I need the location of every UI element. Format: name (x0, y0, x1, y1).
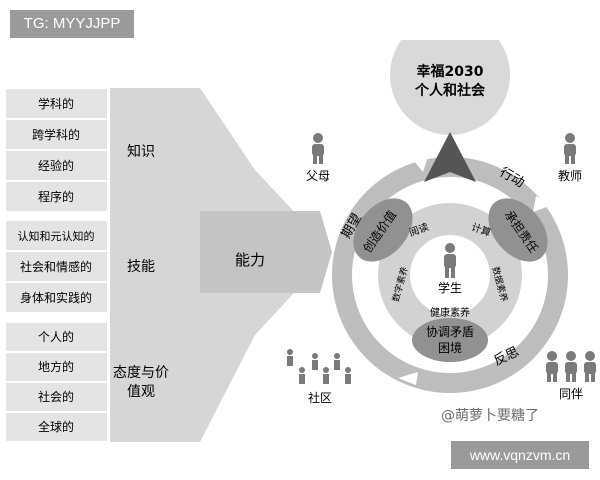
watermark-bottom: www.vqnzvm.cn (451, 441, 589, 469)
watermark-top: TG: MYYJJPP (10, 10, 134, 38)
goal-line2: 个人和社会 (414, 82, 486, 99)
goal-line1: 幸福2030 (417, 63, 484, 80)
peers-label: 同伴 (559, 387, 583, 401)
ability-label: 能力 (235, 251, 265, 269)
petal-tensions (412, 318, 488, 362)
student-icon (444, 243, 456, 278)
goal-arrow (424, 132, 476, 182)
parents-label: 父母 (306, 169, 330, 183)
attitudes-category-line1: 态度与价 (113, 365, 169, 381)
attitudes-item-2: 地方的 (38, 359, 74, 374)
knowledge-item-4: 程序的 (38, 189, 74, 204)
attitudes-category-line2: 值观 (127, 384, 155, 400)
attitudes-item-3: 社会的 (38, 389, 74, 404)
teachers-label: 教师 (558, 168, 582, 183)
group-skills: 认知和元认知的 社会和情感的 身体和实践的 技能 (4, 219, 155, 314)
petal-responsibility (488, 198, 548, 262)
knowledge-item-2: 跨学科的 (32, 127, 80, 142)
group-knowledge: 学科的 跨学科的 经验的 程序的 知识 (4, 87, 155, 213)
student-label: 学生 (438, 280, 462, 295)
group-attitudes: 个人的 地方的 社会的 全球的 态度与价 值观 (4, 321, 169, 443)
ability-arrow (200, 211, 332, 293)
competency-tensions-line2: 困境 (438, 340, 462, 355)
competency-tensions-line1: 协调矛盾 (426, 324, 474, 339)
parent-icon (312, 133, 324, 164)
attitudes-item-4: 全球的 (38, 419, 74, 434)
attitudes-item-1: 个人的 (38, 329, 74, 344)
core-circle (410, 235, 490, 315)
goal-circle (390, 15, 510, 135)
watermark-author: @萌萝卜要糖了 (441, 408, 539, 424)
peer-icon (546, 351, 596, 382)
skills-item-3: 身体和实践的 (20, 290, 92, 305)
community-label: 社区 (308, 390, 332, 405)
knowledge-item-1: 学科的 (38, 96, 74, 111)
knowledge-item-3: 经验的 (38, 158, 74, 173)
foundation-health: 健康素养 (430, 306, 470, 319)
knowledge-category: 知识 (127, 143, 155, 160)
skills-item-1: 认知和元认知的 (18, 229, 95, 243)
skills-item-2: 社会和情感的 (20, 259, 92, 274)
community-icon (287, 349, 351, 384)
petal-create-value (353, 198, 413, 262)
teacher-icon (564, 133, 576, 164)
skills-category: 技能 (127, 259, 155, 275)
